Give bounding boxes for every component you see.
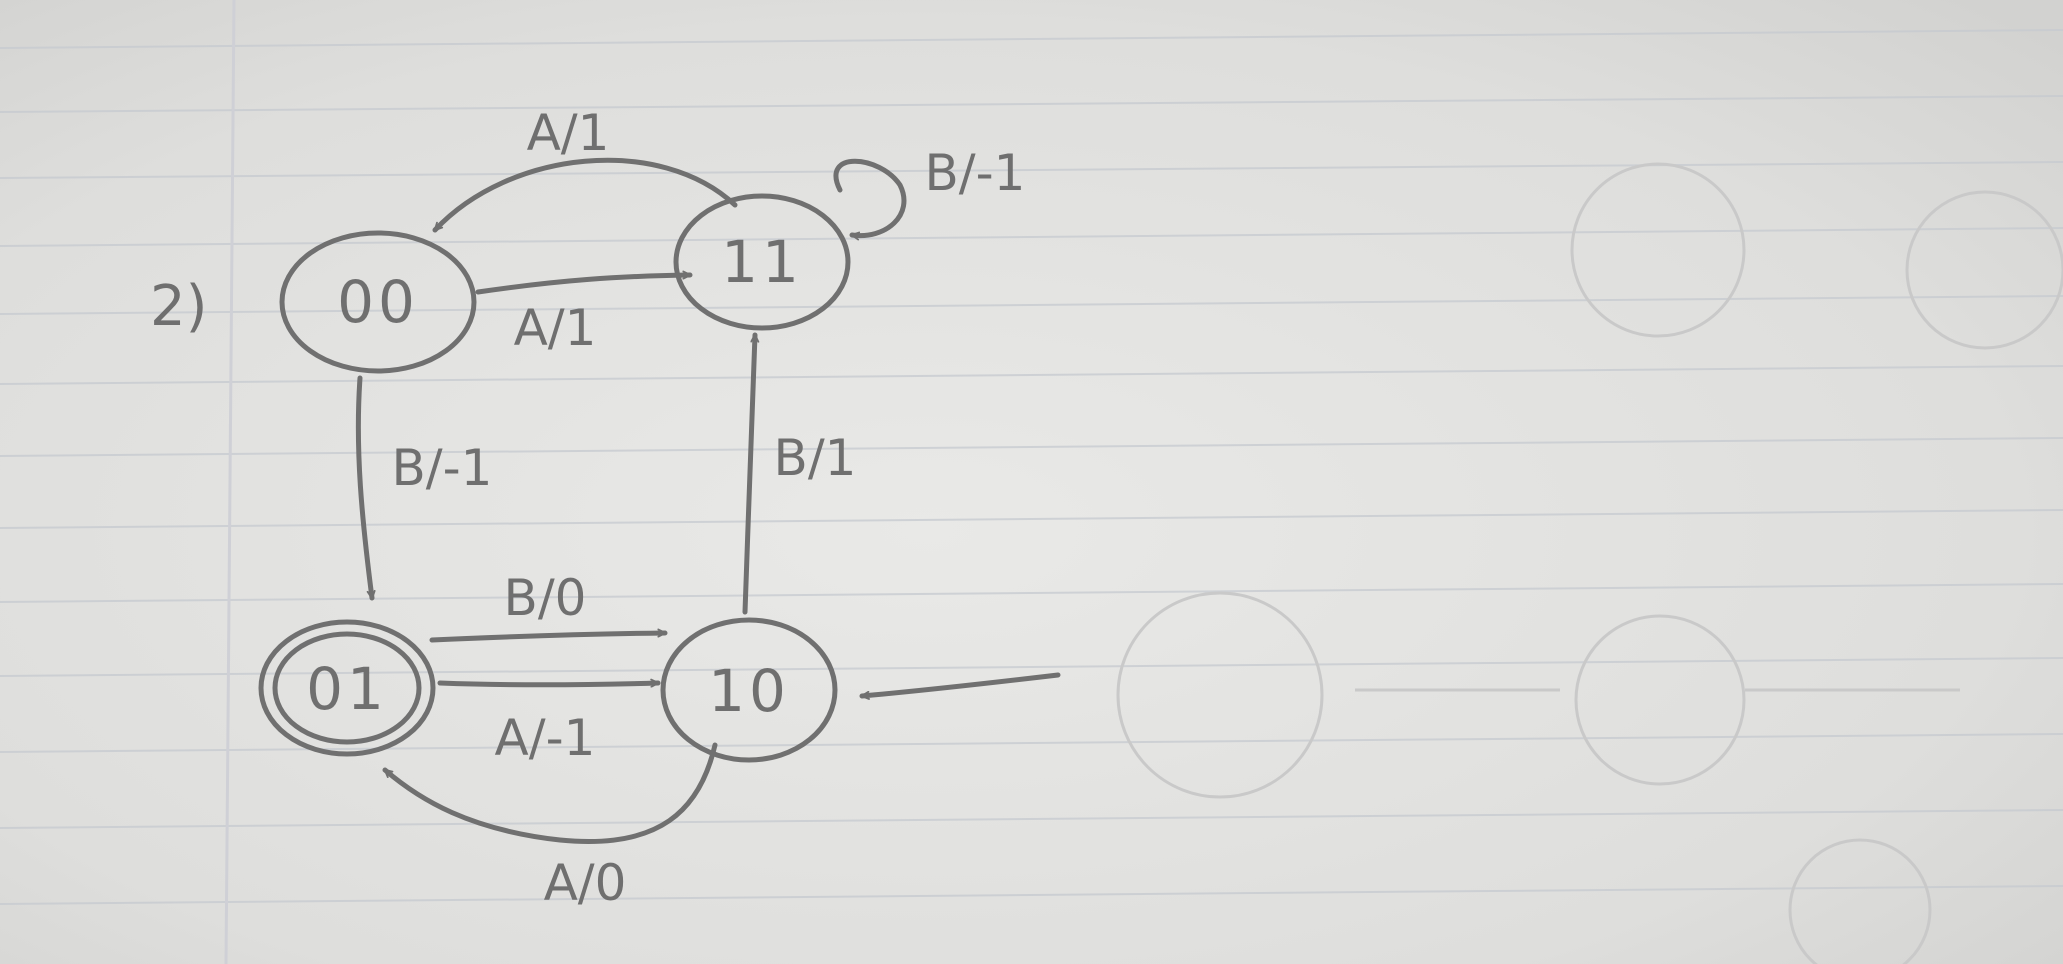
state-node-01 (258, 619, 436, 757)
edge-01-to-10-a (437, 678, 661, 688)
edge-01-to-10-b (429, 628, 668, 643)
label-10-to-01: A/0 (544, 854, 627, 912)
transition-labels: A/1 A/1 B/-1 B/-1 B/1 B/0 A/-1 A/0 (391, 104, 1025, 912)
state-node-10 (660, 617, 838, 763)
edge-00-to-11 (475, 270, 693, 295)
edge-11-self-loop (833, 158, 907, 241)
label-10-to-11: B/1 (774, 429, 857, 487)
label-01-to-10-a: A/-1 (495, 709, 596, 767)
label-01-to-10-b: B/0 (504, 569, 587, 627)
label-11-self-loop: B/-1 (924, 144, 1025, 202)
state-node-00 (279, 230, 477, 374)
label-11-to-00: A/1 (527, 104, 610, 162)
edge-10-to-11 (742, 332, 760, 615)
state-node-01-inner (272, 631, 422, 745)
state-labels: 00 11 01 10 (306, 228, 803, 725)
transitions-layer (355, 157, 1061, 844)
start-arrow (859, 672, 1061, 700)
state-node-11 (673, 193, 851, 331)
state-label-00: 00 (337, 268, 419, 336)
ruled-lines (0, 29, 2063, 905)
label-00-to-11: A/1 (514, 299, 597, 357)
label-00-to-01: B/-1 (391, 439, 492, 497)
ghost-marks (1116, 162, 2063, 964)
edge-11-to-00 (432, 157, 738, 233)
problem-number: 2) (150, 274, 207, 339)
edge-00-to-01 (355, 375, 376, 601)
state-label-11: 11 (721, 228, 803, 296)
edge-10-to-01 (382, 742, 718, 844)
margin-line (224, 0, 236, 964)
state-label-10: 10 (708, 657, 790, 725)
state-label-01: 01 (306, 655, 388, 723)
state-layer (258, 193, 851, 763)
